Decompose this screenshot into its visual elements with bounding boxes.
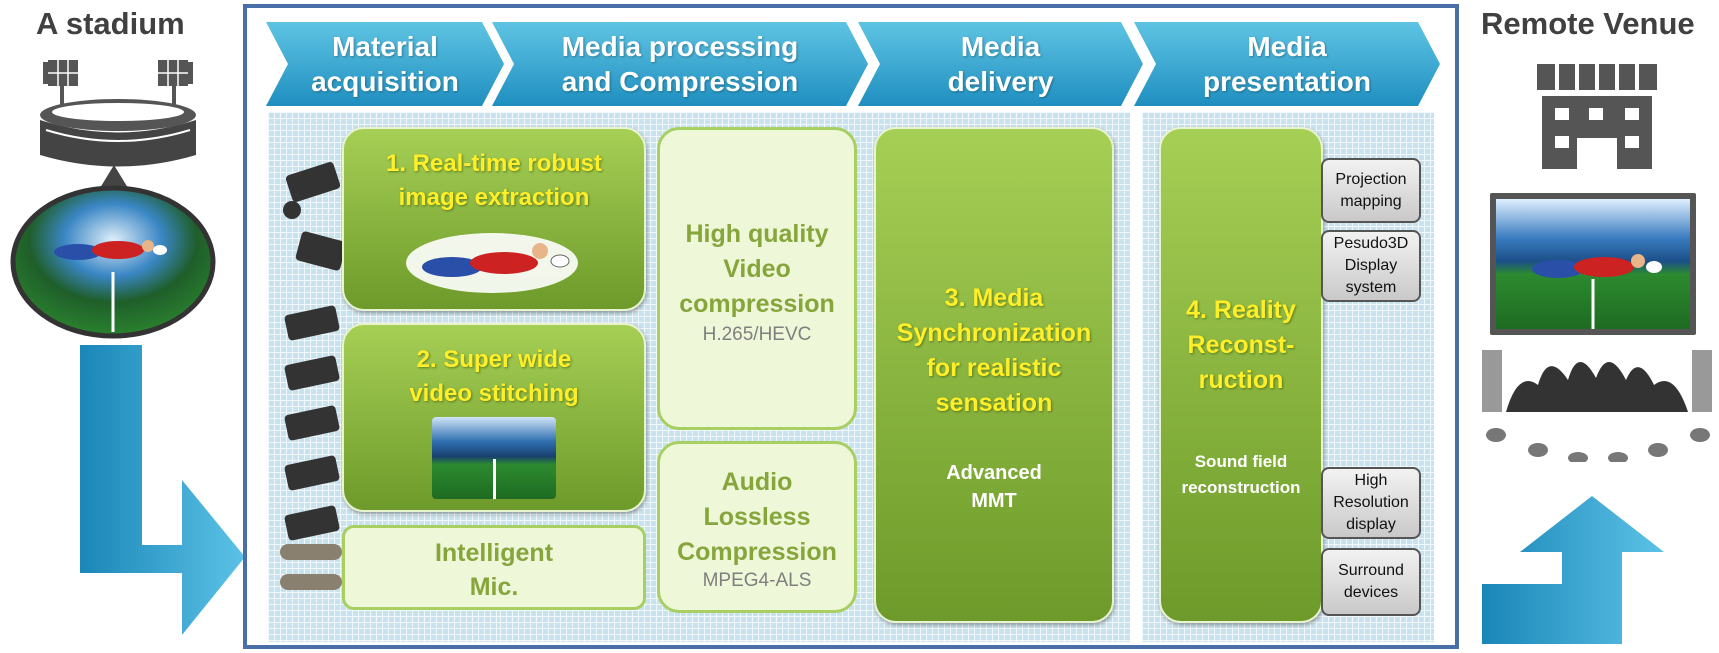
reality-reconstruction-box: 4. Reality Reconst- ruction Sound field … <box>1159 127 1323 623</box>
stage-media-processing: Media processing and Compression <box>492 22 868 106</box>
surround-devices: Surround devices <box>1321 548 1421 616</box>
video-codec-label: H.265/HEVC <box>702 324 812 345</box>
advanced-mmt-label: Advanced MMT <box>946 462 1042 512</box>
audience-speakers-icon <box>1482 350 1712 462</box>
projection-mapping-device: Projection mapping <box>1321 158 1421 223</box>
super-wide-video-stitching-box: 2. Super wide video stitching <box>342 323 646 512</box>
stage-media-presentation: Media presentation <box>1134 22 1440 106</box>
reality-reconstruction-label: 4. Reality Reconst- ruction <box>1186 296 1296 394</box>
audio-compression-label: Audio Lossless Compression <box>677 468 837 566</box>
sound-field-reconstruction-label: Sound field reconstruction <box>1181 452 1301 497</box>
video-compression-label: High quality Video compression <box>679 220 835 318</box>
camera-icons <box>283 162 347 541</box>
intelligent-mic-box: Intelligent Mic. <box>342 525 646 610</box>
stage-media-delivery: Media delivery <box>858 22 1143 106</box>
media-synchronization-label: 3. Media Synchronization for realistic s… <box>896 284 1092 417</box>
stadium-field-bubble <box>10 165 216 339</box>
stadium-title: A stadium <box>36 6 185 41</box>
microphone-icons <box>280 544 342 590</box>
real-time-image-extraction-label: 1. Real-time robust image extraction <box>385 150 603 211</box>
step-arrow-up <box>1482 496 1664 644</box>
audio-codec-label: MPEG4-ALS <box>702 570 812 591</box>
high-resolution-display-device: High Resolution display <box>1321 467 1421 539</box>
players-cutout-image <box>406 233 578 293</box>
remote-screen-image <box>1490 193 1696 335</box>
stitched-stadium-image <box>432 417 556 499</box>
real-time-image-extraction-box: 1. Real-time robust image extraction <box>342 127 646 311</box>
media-synchronization-box: 3. Media Synchronization for realistic s… <box>874 127 1114 623</box>
super-wide-video-stitching-label: 2. Super wide video stitching <box>409 346 579 407</box>
video-compression-box: High quality Video compression H.265/HEV… <box>657 127 857 430</box>
audio-compression-box: Audio Lossless Compression MPEG4-ALS <box>657 441 857 613</box>
intelligent-mic-label: Intelligent Mic. <box>434 539 554 601</box>
pseudo3d-display-device: Pesudo3D Display system <box>1321 230 1421 302</box>
stage-material-acquisition: Material acquisition <box>266 22 504 106</box>
building-icon <box>1537 64 1657 169</box>
stadium-icon <box>40 60 196 167</box>
remote-venue-title: Remote Venue <box>1481 6 1695 41</box>
l-shaped-arrow-right <box>80 345 245 635</box>
